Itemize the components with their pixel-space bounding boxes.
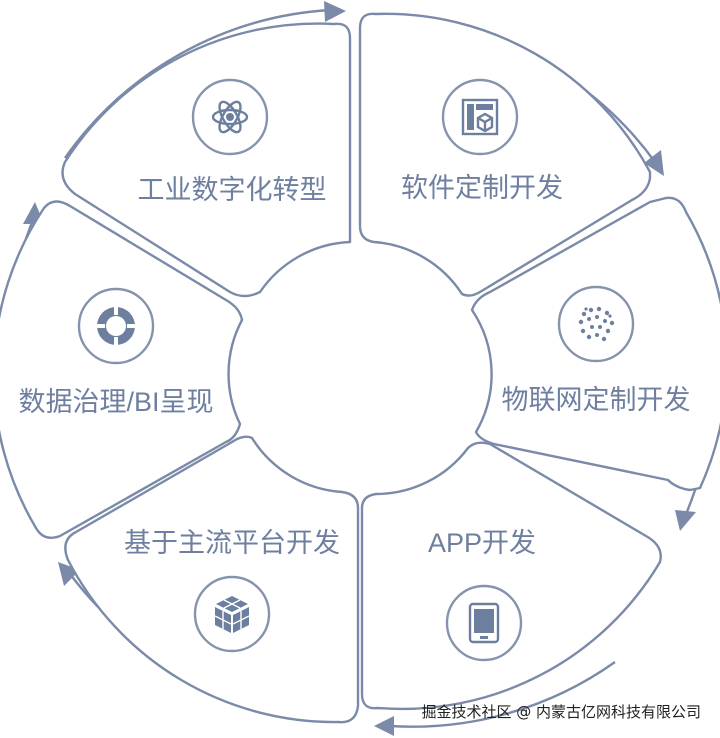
watermark-text: 掘金技术社区 @ 内蒙古亿网科技有限公司 [421,703,701,721]
segment-app-development: APP开发 [360,441,662,711]
segment-data-governance: 数据治理/BI呈现 [0,200,244,539]
cycle-arrowhead-upper-right [644,150,664,176]
segment-shape [61,22,352,298]
segment-shape [0,200,244,539]
tablet-icon [468,602,500,644]
segment-label: 物联网定制开发 [502,385,691,415]
software-box-icon [461,98,499,136]
segment-label: 工业数字化转型 [138,175,327,205]
segment-shape [360,441,662,711]
atom-icon [211,100,249,134]
segment-shape [358,12,652,297]
icon-ring [193,575,271,653]
target-ring-icon [96,306,136,346]
segment-iot-development: 物联网定制开发 [470,196,720,492]
segment-platform-development: 基于主流平台开发 [64,435,360,724]
segment-label: 数据治理/BI呈现 [18,387,213,417]
iot-dots-icon [578,306,615,342]
cycle-arrowhead-lower-right [675,510,696,531]
cycle-arrowhead-bottom [374,716,394,736]
cycle-arrowhead-top [324,1,346,22]
cube-stack-icon [214,596,250,633]
cycle-arrow-bottom [389,661,616,728]
segment-label: APP开发 [428,528,536,558]
segment-label: 软件定制开发 [401,173,563,203]
icon-ring [557,285,635,363]
segment-software-development: 软件定制开发 [358,12,652,297]
segment-shape [64,435,360,724]
segment-label: 基于主流平台开发 [124,528,340,558]
segment-digital-transformation: 工业数字化转型 [61,22,352,298]
